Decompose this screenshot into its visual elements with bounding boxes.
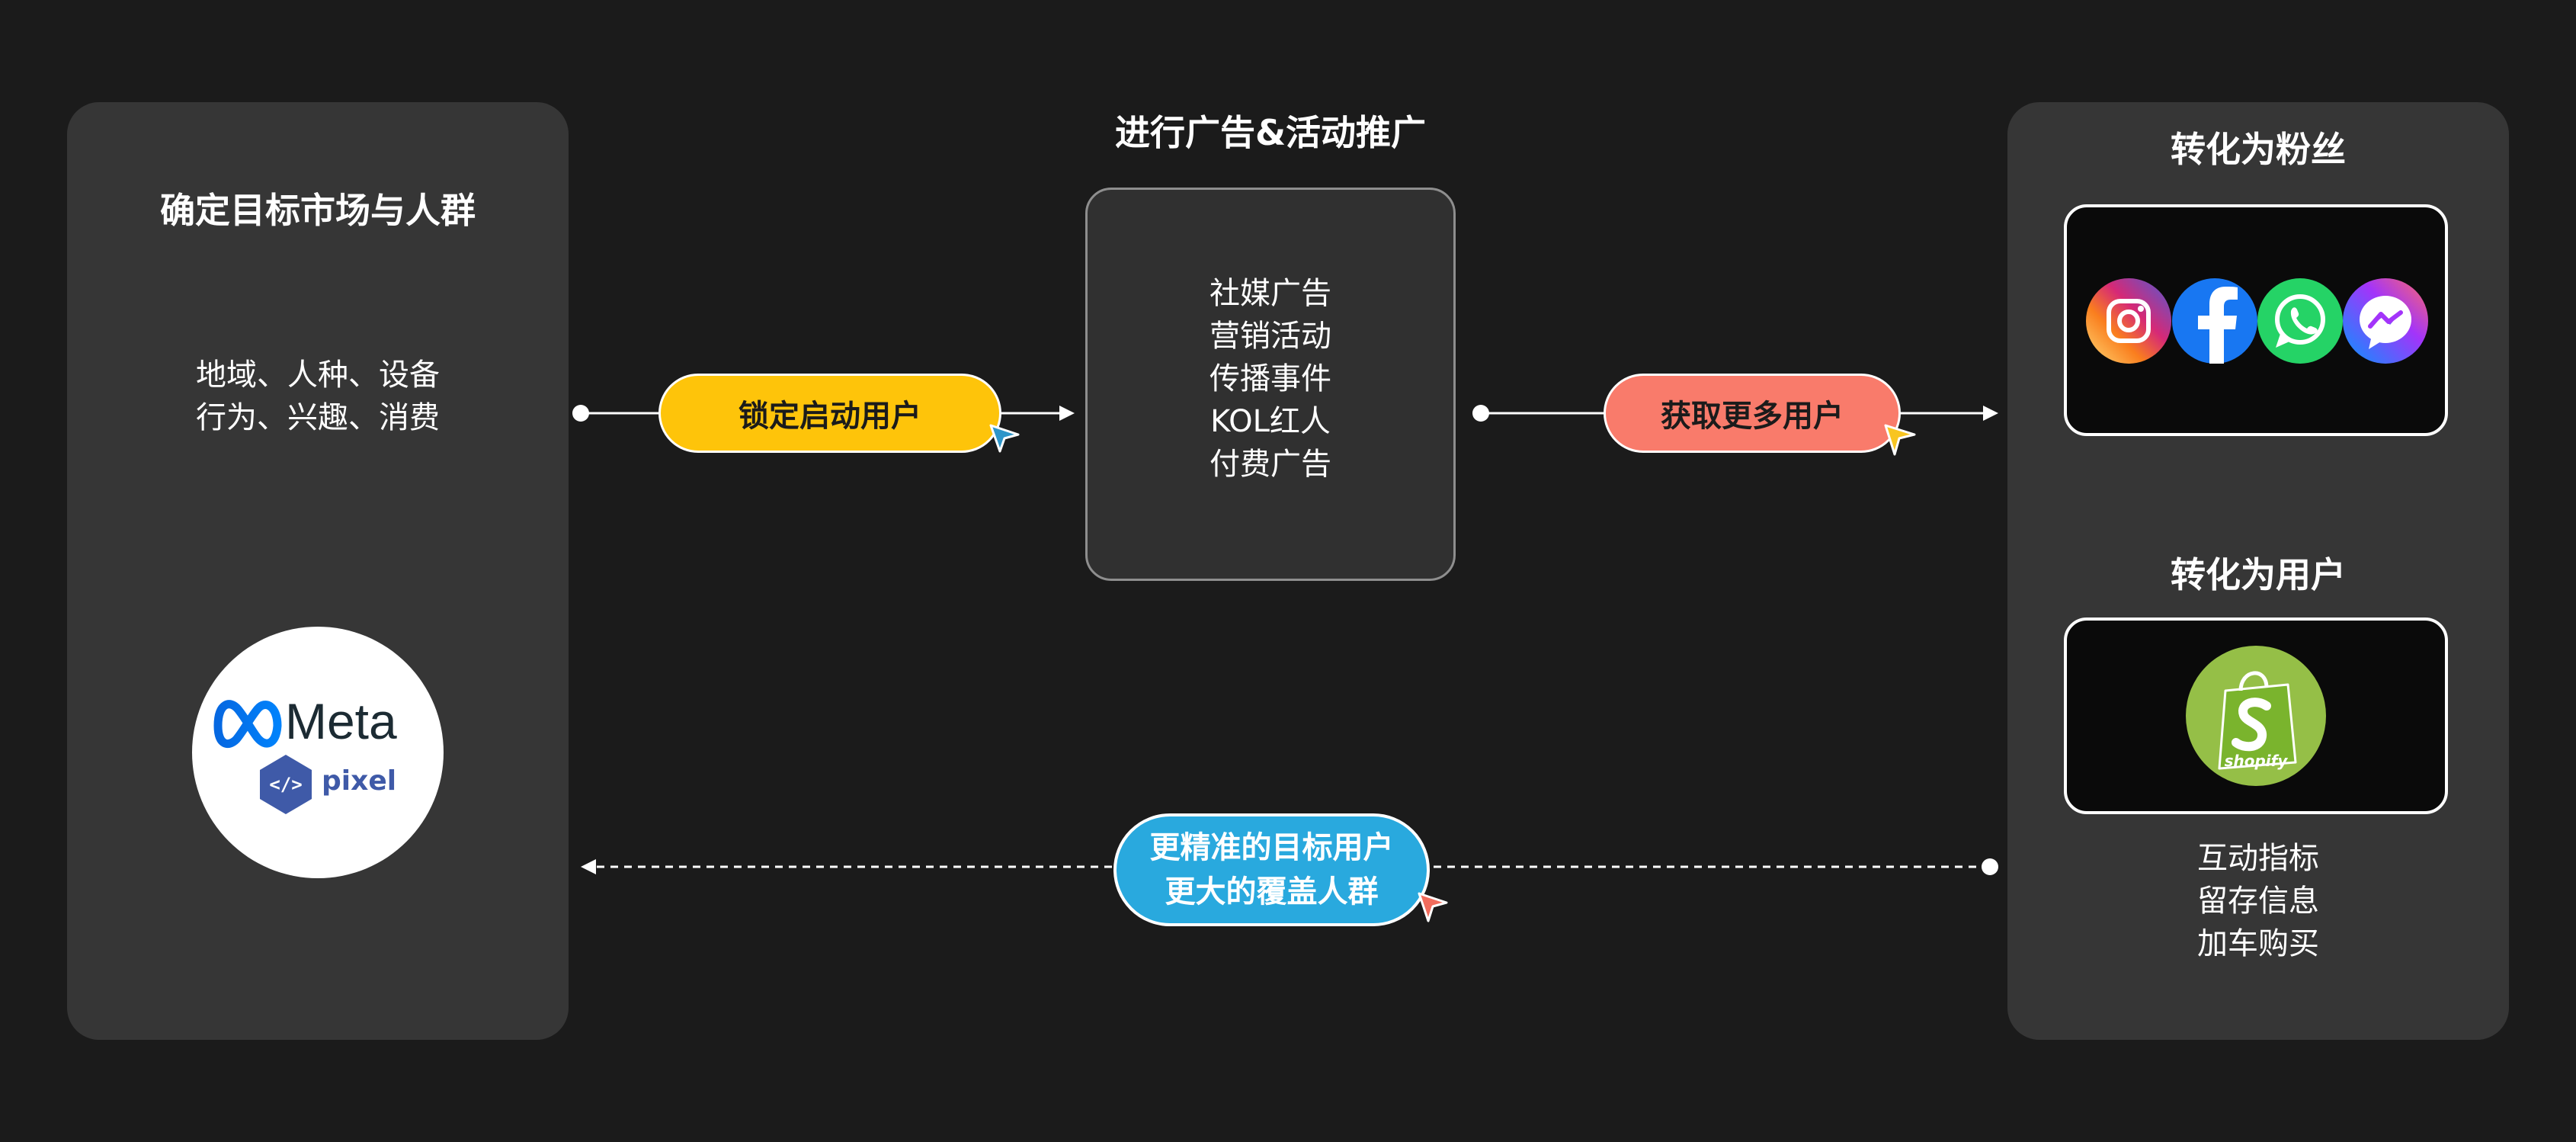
meta-wordmark: Meta [285,693,397,749]
meta-pixel-logo: Meta </> pixel [192,627,444,878]
social-apps-box [2064,204,2448,436]
whatsapp-icon [2257,278,2343,364]
cursor-icon [1884,424,1916,456]
arrow-head-to-left [581,859,596,874]
criteria-line: 地域、人种、设备 [196,358,440,393]
promotion-title: 进行广告&活动推广 [1114,112,1427,153]
target-market-title: 确定目标市场与人群 [160,190,476,231]
target-criteria-list: 地域、人种、设备 行为、兴趣、消费 [67,354,569,439]
shopify-icon [2186,646,2326,786]
pixel-wordmark: pixel [322,765,397,797]
users-title: 转化为用户 [2171,554,2346,595]
arrow-head-to-right [1983,406,1998,421]
channel-item: 付费广告 [1210,447,1331,482]
instagram-icon [2086,278,2171,364]
target-market-panel: 确定目标市场与人群 地域、人种、设备 行为、兴趣、消费 Meta </> pix… [67,102,569,1040]
lock-users-pill: 锁定启动用户 [658,374,1001,453]
feedback-line: 更大的覆盖人群 [1165,874,1379,909]
social-icons-row [2086,278,2428,364]
promotion-channel-list: 社媒广告 营销活动 传播事件 KOL红人 付费广告 [1088,272,1453,486]
cursor-icon [989,424,1020,453]
feedback-line: 更精准的目标用户 [1149,830,1394,865]
code-glyph: </> [269,774,303,795]
fans-title: 转化为粉丝 [2171,129,2346,170]
meta-infinity-icon [213,700,312,814]
metric-item: 加车购买 [2197,926,2319,961]
promotion-channels-box: 社媒广告 营销活动 传播事件 KOL红人 付费广告 [1085,188,1456,581]
conversion-panel: 转化为粉丝 [2007,102,2509,1040]
conversion-metrics-list: 互动指标 留存信息 加车购买 [2007,837,2509,965]
channel-item: 传播事件 [1210,361,1331,396]
cursor-icon [1418,892,1448,922]
metric-item: 留存信息 [2197,884,2319,919]
get-more-users-pill: 获取更多用户 [1604,374,1901,453]
code-hexagon-icon [260,755,312,814]
shopify-wordmark: shopify [2224,752,2288,770]
shop-box: shopify [2064,618,2448,814]
criteria-line: 行为、兴趣、消费 [196,400,440,435]
channel-item: 营销活动 [1210,319,1331,354]
messenger-icon [2343,278,2428,364]
facebook-icon [2172,278,2257,364]
feedback-pill: 更精准的目标用户 更大的覆盖人群 [1113,813,1430,926]
arrow-head-to-center [1059,406,1075,421]
channel-item: 社媒广告 [1210,276,1331,311]
metric-item: 互动指标 [2197,841,2319,876]
channel-item: KOL红人 [1210,404,1331,439]
